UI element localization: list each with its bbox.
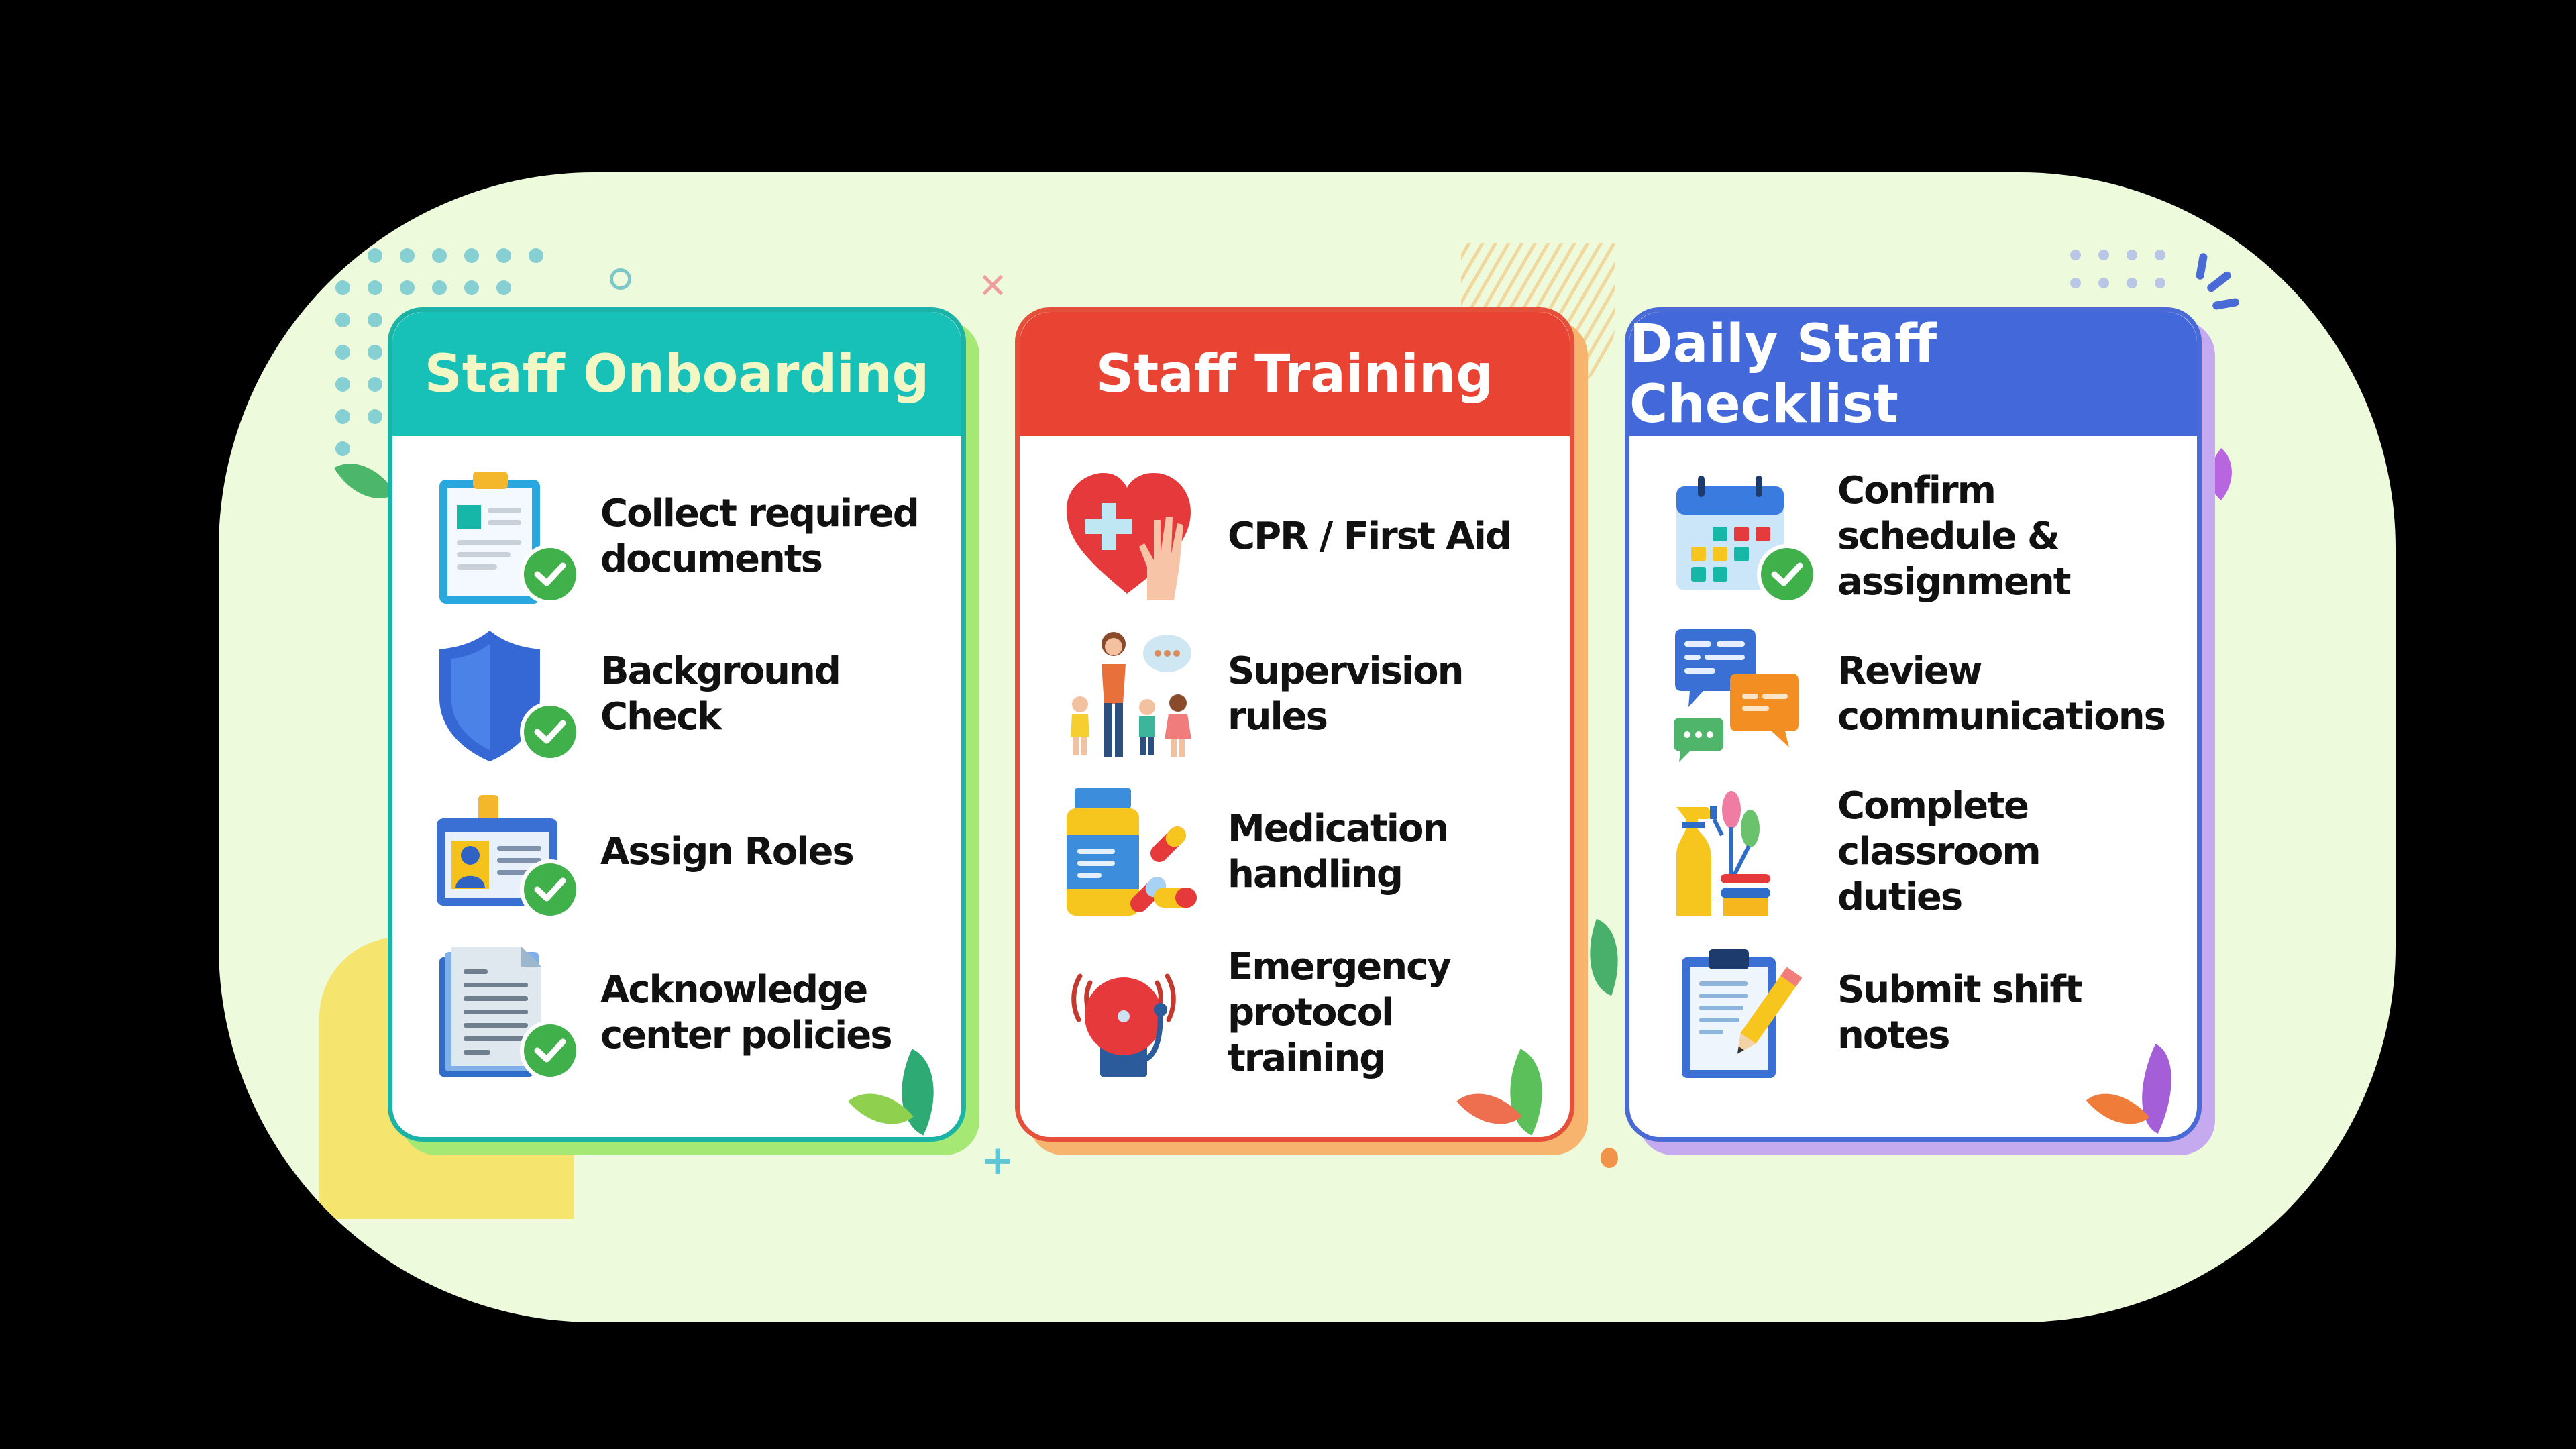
- item-label: Review communications: [1837, 649, 2166, 739]
- list-item: Review communications: [1670, 621, 2170, 768]
- clipboard-pencil-icon: [1670, 943, 1824, 1083]
- circle-outline-decoration: [610, 268, 631, 290]
- item-label: Confirm schedule & assignment: [1837, 469, 2072, 604]
- caregiver-children-icon: [1060, 624, 1214, 765]
- item-label: Acknowledge center policies: [600, 968, 893, 1057]
- shield-check-icon: [433, 624, 587, 765]
- list-item: Confirm schedule & assignment: [1670, 463, 2170, 610]
- onboarding-card-title: Staff Onboarding: [424, 343, 930, 405]
- item-label: Complete classroom duties: [1837, 784, 2041, 919]
- list-item: CPR / First Aid: [1060, 463, 1543, 610]
- orange-dot-decoration: [1601, 1148, 1618, 1168]
- dot-pattern-top-right: [2070, 250, 2165, 288]
- onboarding-card-header: Staff Onboarding: [392, 312, 961, 436]
- training-card: Staff Training CPR / First Aid: [1015, 307, 1574, 1142]
- check-badge-icon: [520, 544, 580, 604]
- list-item: Submit shift notes: [1670, 939, 2170, 1087]
- list-item: Acknowledge center policies: [433, 939, 934, 1087]
- leaf-decoration-left: [334, 447, 396, 515]
- list-item: Background Check: [433, 621, 934, 768]
- checklist-card-header: Daily Staff Checklist: [1629, 312, 2197, 436]
- item-label: Background Check: [600, 649, 841, 739]
- list-item: Assign Roles: [433, 778, 934, 926]
- item-label: Supervision rules: [1228, 649, 1464, 739]
- check-badge-icon: [520, 702, 580, 762]
- medicine-bottle-pills-icon: [1060, 782, 1214, 922]
- checklist-card-body: Confirm schedule & assignment: [1629, 436, 2197, 1142]
- x-mark-decoration: ✕: [978, 266, 1008, 307]
- cleaning-supplies-icon: [1670, 782, 1824, 922]
- clipboard-check-icon: [433, 466, 587, 607]
- list-item: Supervision rules: [1060, 621, 1543, 768]
- heart-first-aid-icon: [1060, 466, 1214, 607]
- checklist-card-title: Daily Staff Checklist: [1629, 313, 1937, 435]
- item-label: Medication handling: [1228, 807, 1449, 896]
- check-badge-icon: [520, 1020, 580, 1081]
- list-item: Emergency protocol training: [1060, 939, 1543, 1087]
- alarm-bell-icon: [1060, 943, 1214, 1083]
- checklist-card: Daily Staff Checklist: [1625, 307, 2202, 1142]
- onboarding-card-body: Collect required documents Background Ch: [392, 436, 961, 1142]
- item-label: Collect required documents: [600, 492, 920, 581]
- plus-decoration: +: [981, 1137, 1015, 1184]
- training-card-title: Staff Training: [1095, 343, 1494, 405]
- item-label: Assign Roles: [600, 830, 855, 873]
- list-item: Complete classroom duties: [1670, 778, 2170, 926]
- training-card-header: Staff Training: [1020, 312, 1570, 436]
- list-item: Collect required documents: [433, 463, 934, 610]
- item-label: Submit shift notes: [1837, 968, 2083, 1057]
- check-badge-icon: [520, 859, 580, 920]
- item-label: CPR / First Aid: [1228, 515, 1512, 558]
- calendar-check-icon: [1670, 466, 1824, 607]
- item-label: Emergency protocol training: [1228, 945, 1452, 1080]
- infographic-panel: ✕ + Staff Onboarding: [219, 172, 2396, 1322]
- check-badge-icon: [1757, 544, 1817, 604]
- list-item: Medication handling: [1060, 778, 1543, 926]
- document-check-icon: [433, 943, 587, 1083]
- id-badge-check-icon: [433, 782, 587, 922]
- chat-bubbles-icon: [1670, 624, 1824, 765]
- training-card-body: CPR / First Aid: [1020, 436, 1570, 1142]
- onboarding-card: Staff Onboarding: [388, 307, 966, 1142]
